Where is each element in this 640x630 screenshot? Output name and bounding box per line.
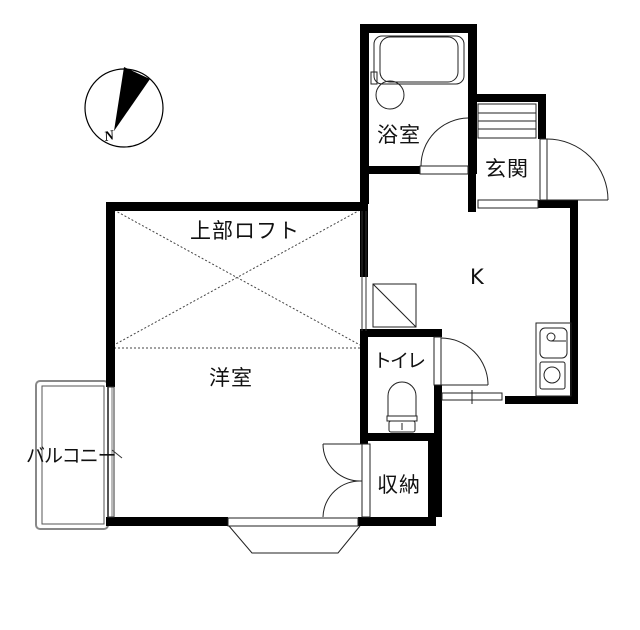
- compass-north-icon: N: [84, 67, 164, 148]
- walls: [106, 24, 578, 526]
- kitchen-counter: [535, 322, 572, 397]
- room-label-kitchen: K: [470, 265, 485, 289]
- compass-n-letter: N: [102, 128, 117, 145]
- room-label-entrance: 玄関: [485, 157, 529, 181]
- room-label-bathroom: 浴室: [377, 123, 421, 147]
- room-label-toilet: トイレ: [373, 350, 426, 372]
- entrance-step-icon: [477, 103, 539, 209]
- toilet-icon: [386, 381, 418, 433]
- bathroom-door[interactable]: [419, 117, 469, 175]
- entrance-door[interactable]: [539, 138, 609, 201]
- balcony-window[interactable]: [107, 386, 123, 518]
- loft-outline: [113, 209, 361, 349]
- room-label-loft: 上部ロフト: [190, 219, 300, 243]
- bathtub-icon: [370, 35, 465, 110]
- sliding-door-western-kitchen[interactable]: [361, 211, 367, 331]
- appliance-space: [372, 283, 417, 328]
- bay-window: [227, 517, 361, 554]
- toilet-door[interactable]: [433, 336, 503, 404]
- storage-doors[interactable]: [322, 443, 371, 518]
- room-label-storage: 収納: [377, 473, 421, 497]
- room-label-western-room: 洋室: [209, 366, 253, 390]
- room-label-balcony: バルコニー: [26, 445, 117, 467]
